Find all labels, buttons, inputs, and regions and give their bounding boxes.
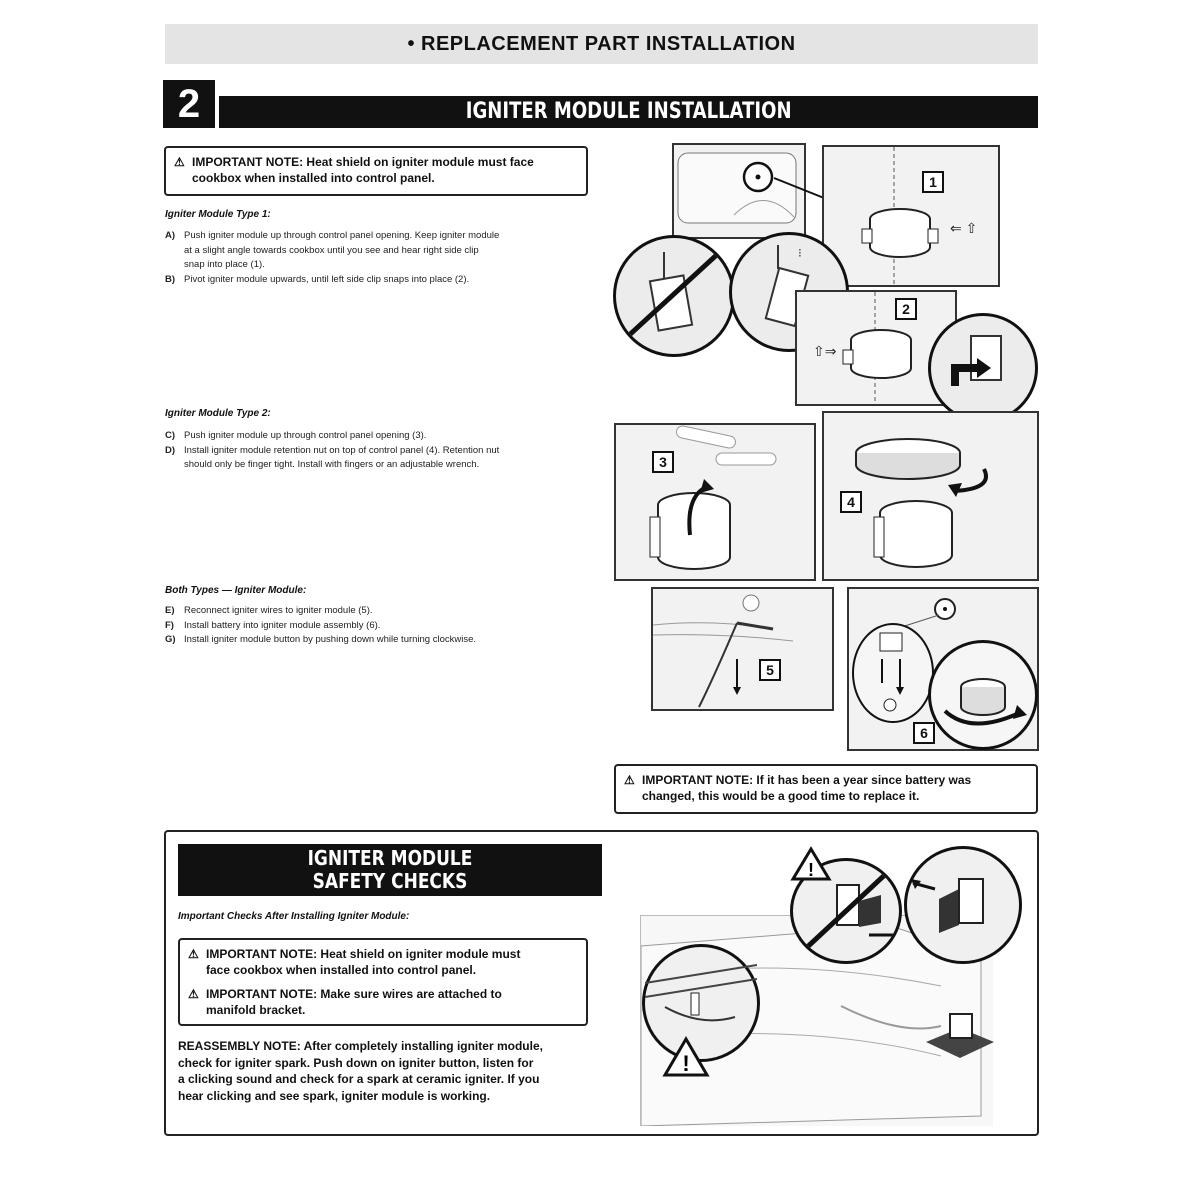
step-key: B) xyxy=(165,273,184,288)
figure-clip-snap xyxy=(928,313,1038,423)
section-banner: • REPLACEMENT PART INSTALLATION xyxy=(165,24,1038,64)
svg-text:⇧⇒: ⇧⇒ xyxy=(813,343,837,359)
important-note-battery: ⚠IMPORTANT NOTE: If it has been a year s… xyxy=(614,764,1038,814)
svg-text:!: ! xyxy=(682,1051,689,1076)
figure-heat-shield-correct xyxy=(904,846,1022,964)
note-line: cookbox when installed into control pane… xyxy=(174,170,578,186)
type2-heading: Igniter Module Type 2: xyxy=(165,408,271,419)
safety-title-line: SAFETY CHECKS xyxy=(210,870,570,893)
step-row-a: A)Push igniter module up through control… xyxy=(165,229,605,273)
step-text: Push igniter module up through control p… xyxy=(184,229,499,273)
safety-notes-box: ⚠IMPORTANT NOTE: Heat shield on igniter … xyxy=(178,938,588,1026)
step-row-e: E)Reconnect igniter wires to igniter mod… xyxy=(165,604,605,619)
safety-subheading: Important Checks After Installing Ignite… xyxy=(178,911,409,922)
svg-text:⁝: ⁝ xyxy=(798,246,802,260)
safety-checks-title: IGNITER MODULE SAFETY CHECKS xyxy=(178,844,602,896)
reassembly-note: REASSEMBLY NOTE: After completely instal… xyxy=(178,1038,608,1104)
reassembly-line: check for igniter spark. Push down on ig… xyxy=(178,1055,608,1072)
warning-triangle-icon: ⚠ xyxy=(188,946,206,962)
figure-tag-2: 2 xyxy=(895,298,917,320)
figure-tag-5: 5 xyxy=(759,659,781,681)
step-row-d: D)Install igniter module retention nut o… xyxy=(165,444,605,473)
section-title: IGNITER MODULE INSTALLATION xyxy=(466,96,792,128)
step-number-badge: 2 xyxy=(163,80,215,128)
step-key: C) xyxy=(165,429,184,444)
figure-step-4: 4 xyxy=(822,411,1039,581)
warning-triangle-icon: ⚠ xyxy=(174,154,192,170)
step-key: E) xyxy=(165,604,184,619)
important-note-heat-shield: ⚠IMPORTANT NOTE: Heat shield on igniter … xyxy=(164,146,588,196)
step-key: F) xyxy=(165,619,184,634)
figure-igniter-mounted xyxy=(920,1006,1000,1066)
step-text: Install battery into igniter module asse… xyxy=(184,619,380,634)
reassembly-line: a clicking sound and check for a spark a… xyxy=(178,1071,608,1088)
warning-triangle-icon: ⚠ xyxy=(624,772,642,788)
reassembly-line: REASSEMBLY NOTE: After completely instal… xyxy=(178,1038,608,1055)
note-line: IMPORTANT NOTE: Heat shield on igniter m… xyxy=(206,947,520,961)
figure-button-turn xyxy=(928,640,1038,750)
note-line: IMPORTANT NOTE: Heat shield on igniter m… xyxy=(192,155,534,169)
step-key: D) xyxy=(165,444,184,473)
both-types-steps: E)Reconnect igniter wires to igniter mod… xyxy=(165,604,605,648)
figure-step-1: ⇐ ⇧ 1 xyxy=(822,145,1000,287)
warning-triangle-icon: ! xyxy=(662,1036,710,1078)
type1-heading: Igniter Module Type 1: xyxy=(165,209,271,220)
warning-triangle-icon: ⚠ xyxy=(188,986,206,1002)
figure-tag-3: 3 xyxy=(652,451,674,473)
step-text: Push igniter module up through control p… xyxy=(184,429,426,444)
figure-step-5: 5 xyxy=(651,587,834,711)
step-row-c: C)Push igniter module up through control… xyxy=(165,429,605,444)
step-text: Pivot igniter module upwards, until left… xyxy=(184,273,469,288)
step-key: A) xyxy=(165,229,184,273)
type2-steps: C)Push igniter module up through control… xyxy=(165,429,605,473)
type1-steps: A)Push igniter module up through control… xyxy=(165,229,605,287)
figure-tag-6: 6 xyxy=(913,722,935,744)
step-text: Install igniter module button by pushing… xyxy=(184,633,476,648)
step-row-b: B)Pivot igniter module upwards, until le… xyxy=(165,273,605,288)
svg-text:!: ! xyxy=(808,860,814,880)
figure-wrong-angle xyxy=(613,235,735,357)
step-row-f: F)Install battery into igniter module as… xyxy=(165,619,605,634)
note-line: changed, this would be a good time to re… xyxy=(624,788,1028,804)
note-line: IMPORTANT NOTE: If it has been a year si… xyxy=(642,773,971,787)
step-key: G) xyxy=(165,633,184,648)
step-text: Reconnect igniter wires to igniter modul… xyxy=(184,604,373,619)
reassembly-line: hear clicking and see spark, igniter mod… xyxy=(178,1088,608,1105)
note-line: IMPORTANT NOTE: Make sure wires are atta… xyxy=(206,987,502,1001)
figure-tag-1: 1 xyxy=(922,171,944,193)
svg-text:⇐ ⇧: ⇐ ⇧ xyxy=(950,220,977,236)
step-text: Install igniter module retention nut on … xyxy=(184,444,499,473)
figure-step-3: 3 xyxy=(614,423,816,581)
note-line: manifold bracket. xyxy=(188,1002,578,1018)
warning-triangle-icon: ! xyxy=(790,846,832,882)
section-title-bar: IGNITER MODULE INSTALLATION xyxy=(219,96,1038,128)
figure-tag-4: 4 xyxy=(840,491,862,513)
step-row-g: G)Install igniter module button by pushi… xyxy=(165,633,605,648)
safety-title-line: IGNITER MODULE xyxy=(210,847,570,870)
figure-battery-insert xyxy=(852,623,934,723)
note-line: face cookbox when installed into control… xyxy=(188,962,578,978)
both-types-heading: Both Types — Igniter Module: xyxy=(165,585,306,596)
